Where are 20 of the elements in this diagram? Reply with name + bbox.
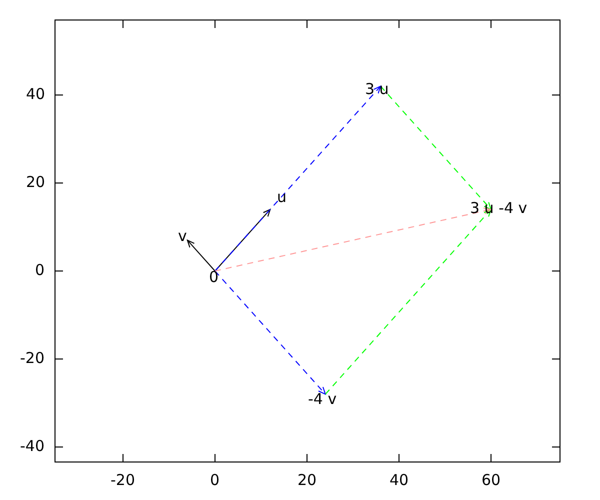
tick-label: 40: [390, 472, 409, 489]
vector-arrow: [324, 208, 492, 395]
vector-arrow: [214, 86, 382, 272]
vector-arrow: [214, 270, 326, 395]
tick-label: 0: [210, 472, 220, 489]
tick-label: 20: [26, 174, 46, 191]
tick-label: -20: [110, 472, 135, 489]
tick-label: -20: [20, 350, 44, 367]
point-label: -4 v: [308, 391, 337, 408]
vector-arrow: [186, 240, 216, 272]
tick-label: 20: [298, 472, 317, 489]
point-label: u: [277, 189, 287, 206]
point-label: 0: [209, 269, 219, 286]
vector-arrow: [214, 208, 492, 272]
tick-label: 0: [35, 262, 45, 279]
tick-label: 60: [482, 472, 501, 489]
tick-label: -40: [20, 438, 44, 455]
point-label: v: [178, 228, 187, 245]
vector-arrow: [380, 86, 492, 210]
tick-label: 40: [26, 86, 46, 103]
